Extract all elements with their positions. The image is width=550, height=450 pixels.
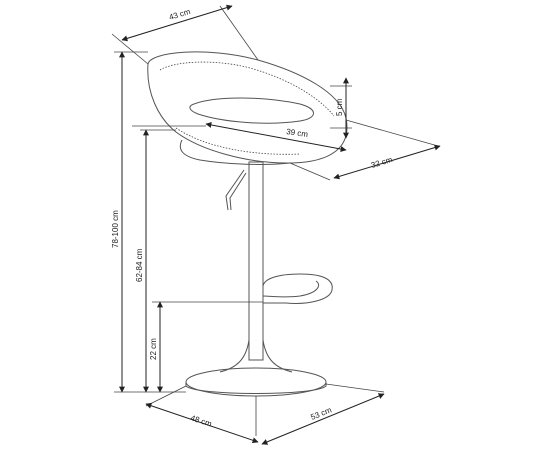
label-total-height: 78-100 cm [111,210,120,248]
label-seat-height: 62-84 cm [135,248,144,282]
dimension-annotations: 43 cm 5 cm 39 cm 32 cm 78-100 cm 62-84 c… [111,4,441,445]
seat-seam [159,61,335,117]
round-base [185,367,327,397]
label-base-width: 48 cm [189,413,213,428]
dim-line-seat-width [121,4,233,42]
footrest-ring-inner [262,280,320,298]
label-seat-depth: 39 cm [286,127,309,139]
footrest-ring [262,273,333,304]
seat-base [179,139,291,165]
seat-opening [189,97,314,124]
seat-seam-lower [175,127,301,155]
round-base-edge [185,382,327,394]
label-seat-side: 32 cm [370,155,394,170]
dim-line-base-width [145,402,259,444]
dim-line-seat-depth [205,122,347,152]
label-backrest: 5 cm [335,98,344,116]
column [248,161,264,361]
label-footrest: 22 cm [149,338,158,360]
height-lever [225,169,247,211]
dim-line-base-depth [261,393,385,445]
dim-line-seat-side [333,144,441,180]
seat-shell [147,51,348,164]
stool-drawing [147,51,348,397]
column-flare [219,339,293,373]
